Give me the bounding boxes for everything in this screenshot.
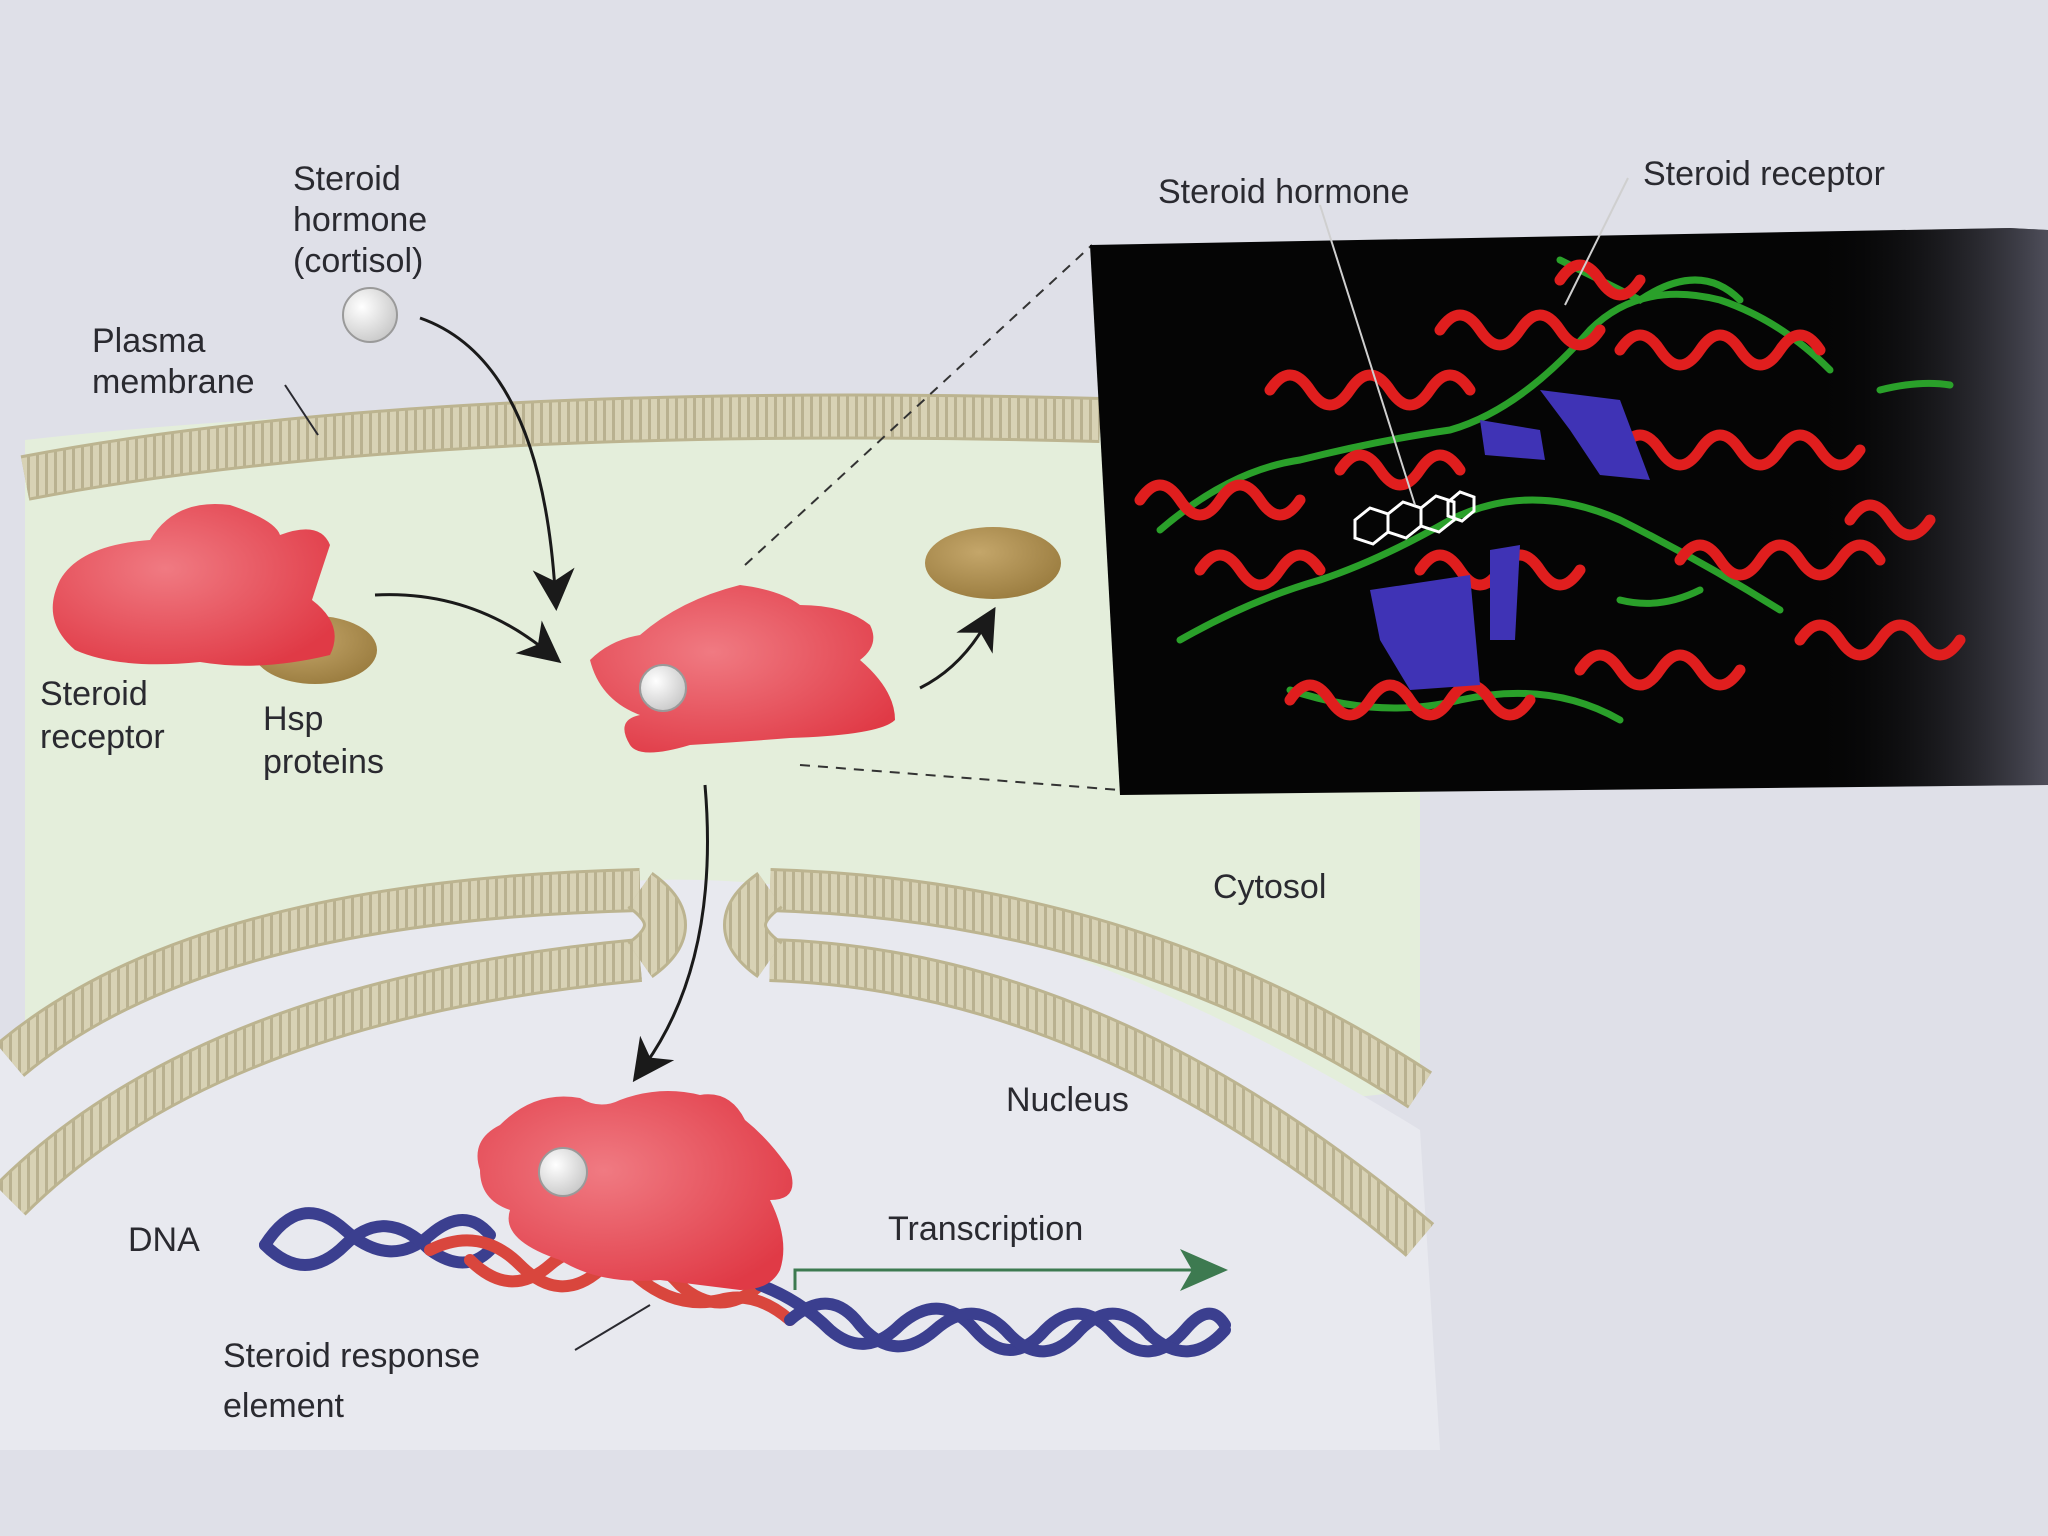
label-membrane-line1: Plasma — [92, 322, 205, 360]
inset-receptor-pointer — [1564, 177, 1629, 306]
label-hsp-line1: Hsp — [263, 700, 323, 738]
inset-hormone-pointer — [1319, 204, 1416, 506]
label-receptor-line2: receptor — [40, 718, 165, 756]
steroid-hormone-dna-bound — [538, 1147, 588, 1197]
label-hsp-line2: proteins — [263, 743, 384, 781]
label-inset-receptor: Steroid receptor — [1643, 155, 1885, 193]
transcription-arrow — [793, 1249, 1228, 1291]
label-cytosol: Cytosol — [1213, 868, 1326, 906]
steroid-receptor-dna-bound — [477, 1091, 793, 1290]
label-membrane-line2: membrane — [92, 363, 255, 401]
label-hormone-line3: (cortisol) — [293, 242, 423, 280]
label-inset-hormone: Steroid hormone — [1158, 173, 1409, 211]
sre-leader-line — [574, 1304, 651, 1351]
label-dna: DNA — [128, 1221, 200, 1259]
hsp-release-arrow — [919, 606, 996, 690]
label-receptor-line1: Steroid — [40, 675, 148, 713]
zoom-line-top — [744, 244, 1093, 566]
membrane-leader-line — [284, 384, 319, 436]
alpha-helices — [1134, 259, 1966, 721]
steroid-hormone-free — [342, 287, 398, 343]
hormone-entry-arrow — [419, 316, 575, 611]
label-nucleus: Nucleus — [1006, 1081, 1129, 1119]
label-transcription: Transcription — [888, 1210, 1083, 1248]
label-hormone-line2: hormone — [293, 201, 427, 239]
receptor-structure-inset — [1090, 177, 2048, 795]
steroid-hormone-bound — [639, 664, 687, 712]
steroid-receptor-inactive — [52, 504, 335, 666]
hsp-proteins-released — [925, 527, 1061, 599]
beta-sheets — [1370, 390, 1650, 690]
bound-steroid-molecule — [1353, 490, 1476, 546]
nuclear-import-arrow — [632, 784, 709, 1083]
label-sre-line2: element — [223, 1387, 345, 1425]
label-hormone-line1: Steroid — [293, 160, 401, 198]
receptor-activation-arrow — [374, 593, 562, 664]
label-sre-line1: Steroid response — [223, 1337, 480, 1375]
